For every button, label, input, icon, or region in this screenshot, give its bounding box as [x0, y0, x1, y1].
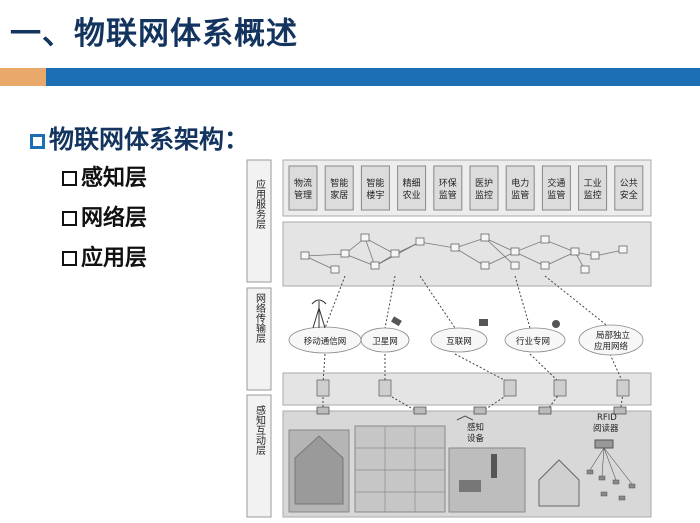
rfid-label-1: RFID: [597, 413, 617, 423]
application-box: [505, 165, 535, 211]
application-box-label: 精细: [403, 177, 421, 189]
sub-bullet-text: 感知层: [81, 166, 148, 191]
application-box: [578, 165, 608, 211]
perception-scene: [288, 415, 636, 513]
application-box: [433, 165, 463, 211]
application-box-label: 监管: [511, 189, 529, 201]
device-label-1: 感知: [467, 422, 484, 433]
application-box-label: 环保: [439, 177, 457, 189]
layer-panel-network: [246, 287, 272, 391]
gateway-devices: [316, 379, 630, 397]
application-box-label: 家居: [330, 189, 348, 201]
cloud-satellite: [360, 327, 410, 353]
application-box-label: 监控: [475, 189, 493, 201]
satellite-icon: [391, 316, 402, 327]
car-icon: [459, 480, 481, 492]
page-title: 一、物联网体系概述: [10, 16, 298, 52]
square-bullet-icon: [62, 251, 77, 266]
application-box-label: 智能: [330, 177, 348, 189]
main-bullet: 物联网体系架构：: [30, 120, 249, 156]
network-label-satellite: 卫星网: [372, 337, 398, 347]
application-box: [360, 165, 390, 211]
switch-band: [282, 372, 652, 406]
cloud-industry: [504, 327, 566, 353]
cloud-local: [578, 324, 644, 356]
network-label-mobile: 移动通信网: [304, 336, 347, 347]
application-box-label: 监管: [439, 189, 457, 201]
network-label-local-1: 局部独立: [596, 330, 631, 341]
user-icon: [552, 320, 560, 328]
application-box-label: 工业: [584, 178, 602, 189]
application-box-label: 交通: [547, 177, 565, 189]
application-box-label: 电力: [511, 177, 529, 189]
network-clouds: [288, 324, 644, 356]
layer-panel-application: [246, 159, 272, 283]
application-box: [541, 165, 571, 211]
cloud-internet: [430, 327, 488, 353]
iot-architecture-diagram: 应用服务层 网络传输层 感知互动层 物流管理智能家居智能楼宇精细农业环保监管医护…: [246, 159, 652, 518]
application-box: [397, 165, 427, 211]
antenna-tower-icon: [311, 299, 327, 329]
device-label-2: 设备: [467, 433, 485, 444]
city-image: [354, 425, 446, 513]
application-box-label: 楼宇: [366, 189, 384, 201]
switch-devices: [316, 406, 627, 415]
sub-bullet-application: 应用层: [62, 240, 147, 272]
application-box: [614, 165, 644, 211]
header-accent-orange: [0, 68, 46, 86]
application-box-label: 物流: [294, 177, 312, 189]
sub-bullet-perception: 感知层: [62, 160, 147, 192]
server-nodes: [300, 233, 628, 274]
computer-icon: [479, 319, 488, 326]
sub-bullet-text: 网络层: [81, 206, 148, 231]
square-bullet-icon: [62, 211, 77, 226]
traffic-light-icon: [491, 454, 497, 478]
network-label-local-2: 应用网络: [594, 341, 629, 352]
main-bullet-text: 物联网体系架构：: [49, 125, 250, 154]
layer-label-perception: 感知互动层: [254, 404, 266, 456]
square-bullet-icon: [30, 134, 45, 149]
application-box-label: 智能: [366, 177, 384, 189]
network-label-internet: 互联网: [446, 337, 472, 347]
application-box-label: 医护: [475, 177, 493, 189]
application-box-label: 安全: [620, 189, 638, 201]
layer-label-network: 网络传输层: [254, 293, 266, 344]
application-box-label: 监管: [547, 189, 565, 201]
sub-bullet-network: 网络层: [62, 200, 147, 232]
application-box-label: 农业: [403, 189, 421, 201]
application-box: [288, 165, 318, 211]
rfid-label-2: 阅读器: [593, 423, 619, 434]
rfid-reader-icon: [594, 439, 614, 449]
airplane-icon: [456, 415, 474, 421]
square-bullet-icon: [62, 171, 77, 186]
layer-label-application: 应用服务层: [254, 178, 266, 230]
application-box: [469, 165, 499, 211]
application-box-label: 监控: [584, 189, 602, 201]
network-label-industry: 行业专网: [516, 336, 550, 347]
house-icon: [538, 459, 580, 507]
application-box: [324, 165, 354, 211]
layer-panel-perception: [246, 394, 272, 518]
header-accent-blue: [46, 68, 700, 86]
sub-bullet-text: 应用层: [81, 246, 148, 271]
application-box-label: 管理: [294, 189, 312, 201]
application-box-label: 公共: [620, 178, 638, 189]
